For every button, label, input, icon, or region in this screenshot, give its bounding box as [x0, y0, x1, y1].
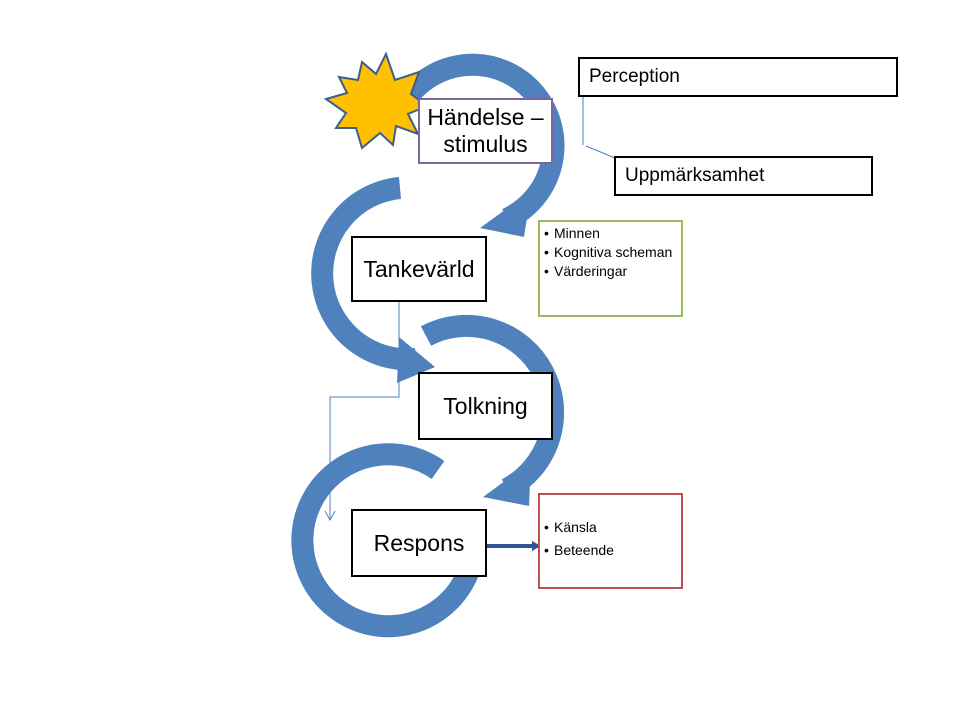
thought-items-list: Minnen Kognitiva scheman Värderingar [544, 225, 672, 282]
arrow-third [420, 314, 565, 499]
connectors [324, 97, 616, 548]
attention-text: Uppmärksamhet [625, 165, 765, 186]
stage-response-text: Respons [373, 529, 465, 556]
thought-items-box: Minnen Kognitiva scheman Värderingar [538, 220, 683, 317]
stage-interpretation: Tolkning [418, 372, 553, 440]
response-items-list: Känsla Beteende [544, 519, 614, 561]
connector-thought-to-response [329, 302, 400, 519]
arrow-top-head [480, 191, 531, 237]
perception-text: Perception [589, 66, 680, 87]
circular-arrows [291, 53, 565, 638]
arrow-top [402, 53, 565, 229]
arrow-second [311, 177, 418, 371]
starburst-icon [323, 51, 429, 150]
attention-label: Uppmärksamhet [614, 156, 873, 196]
stage-thought: Tankevärld [351, 236, 487, 302]
list-item: Minnen [544, 225, 672, 242]
list-item: Kognitiva scheman [544, 244, 672, 261]
list-item: Känsla [544, 519, 614, 536]
response-items-box: Känsla Beteende [538, 493, 683, 589]
list-item: Beteende [544, 542, 614, 559]
arrow-second-head [397, 337, 435, 383]
stage-response: Respons [351, 509, 487, 577]
perception-label: Perception [578, 57, 898, 97]
stage-interpretation-text: Tolkning [443, 392, 528, 419]
arrow-bottom-ring [291, 443, 485, 638]
stage-event-text: Händelse – stimulus [427, 104, 544, 157]
arrow-third-head [483, 462, 531, 506]
response-arrowhead [532, 541, 541, 551]
connector-attention [585, 145, 616, 159]
stage-thought-text: Tankevärld [363, 255, 475, 282]
stage-event: Händelse – stimulus [418, 98, 553, 164]
connector-arrowhead [324, 510, 336, 522]
list-item: Värderingar [544, 263, 672, 280]
